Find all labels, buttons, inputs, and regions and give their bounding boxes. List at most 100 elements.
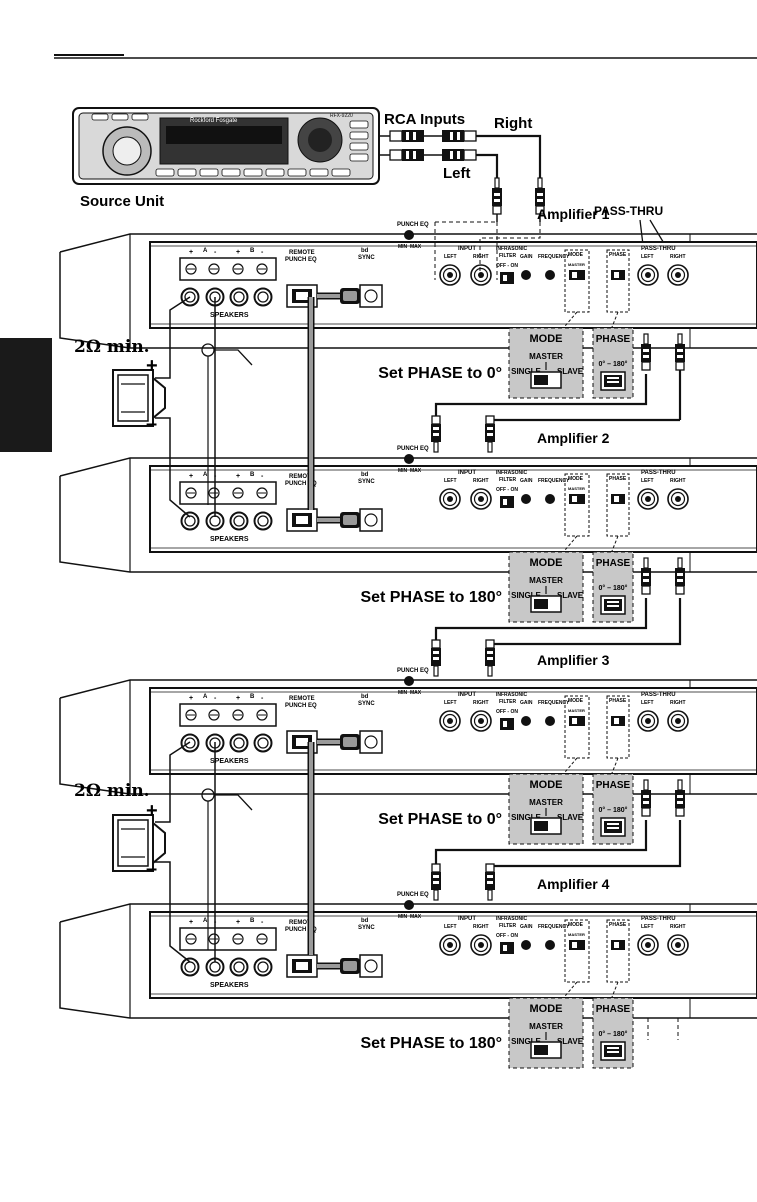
callout-mode-master: MASTER: [529, 798, 563, 807]
input-right-label: RIGHT: [473, 478, 489, 484]
punch-eq-knob-label: PUNCH EQ: [397, 446, 429, 452]
terminal-a-plus: +: [189, 473, 193, 480]
punch-eq-knob-label: PUNCH EQ: [397, 892, 429, 898]
callout-mode-title: MODE: [530, 779, 563, 791]
pass-thru-right-jack: [667, 488, 689, 510]
callout-mode-master: MASTER: [529, 1022, 563, 1031]
input-right-label: RIGHT: [473, 700, 489, 706]
mode-mini-label: MODE: [568, 698, 584, 704]
callout-mode-single: SINGLE: [511, 591, 541, 600]
callout-mode-master: MASTER: [529, 352, 563, 361]
pass-thru-left-jack: [637, 264, 659, 286]
remote-punch-eq-label: PUNCH EQ: [285, 257, 317, 263]
remote-label: REMOTE: [289, 474, 315, 480]
callout-mode-single: SINGLE: [511, 367, 541, 376]
mode-mini-label: MODE: [568, 252, 584, 258]
input-right-jack: [470, 488, 492, 510]
chapter-tab: [0, 338, 52, 452]
frequency-label: FREQUENCY: [538, 924, 570, 930]
input-right-label: RIGHT: [473, 254, 489, 260]
punch-eq-min: MIN: [398, 690, 408, 696]
rca-chain-3-4: [434, 820, 682, 868]
input-label: INPUT: [458, 246, 476, 252]
preset-buttons: [155, 168, 351, 177]
infrasonic-label: INFRASONIC: [496, 692, 528, 698]
infrasonic-label: INFRASONIC: [496, 470, 528, 476]
callout-phase-range: 0° – 180°: [599, 1030, 628, 1038]
speakers-label: SPEAKERS: [210, 536, 249, 543]
filter-label: FILTER: [499, 253, 517, 259]
mode-mini-label: MODE: [568, 476, 584, 482]
pass-thru-right-label: RIGHT: [670, 254, 686, 260]
mode-mini-master: MASTER: [568, 486, 585, 491]
speaker-2-plus: +: [146, 800, 158, 822]
input-left-label: LEFT: [444, 254, 457, 260]
terminal-a: A: [203, 472, 208, 478]
input-left-jack: [439, 710, 461, 732]
input-right-jack: [470, 934, 492, 956]
speaker-post-1: [180, 733, 200, 753]
amplifier-2-phase-note: Set PHASE to 180°: [360, 589, 502, 606]
sync-label: SYNC: [358, 701, 375, 707]
remote-label: REMOTE: [289, 696, 315, 702]
amplifier-4-phase-note: Set PHASE to 180°: [360, 1035, 502, 1052]
speaker-1-plus: +: [146, 355, 158, 377]
speaker-post-4: [253, 287, 273, 307]
gain-label: GAIN: [520, 254, 533, 260]
gain-label: GAIN: [520, 924, 533, 930]
callout-mode-single: SINGLE: [511, 1037, 541, 1046]
speaker-1-impedance: 2Ω min.: [74, 337, 150, 357]
input-label: INPUT: [458, 470, 476, 476]
source-unit-brand: Rockford Fosgate: [190, 118, 238, 124]
amplifier-1-phase-note: Set PHASE to 0°: [378, 365, 502, 382]
remote-punch-eq-label: PUNCH EQ: [285, 481, 317, 487]
input-right-jack: [470, 710, 492, 732]
source-unit-model: RFX-9220: [330, 113, 353, 119]
callout-mode-slave: SLAVE: [557, 813, 584, 822]
punch-eq-max: MAX: [410, 468, 422, 474]
punch-eq-max: MAX: [410, 690, 422, 696]
pass-thru-mini-label: PASS-THRU: [641, 470, 676, 476]
rca-input-cables: [379, 129, 546, 222]
pass-thru-left-label: LEFT: [641, 254, 654, 260]
input-label: INPUT: [458, 916, 476, 922]
speakers-label: SPEAKERS: [210, 982, 249, 989]
filter-label: FILTER: [499, 699, 517, 705]
amplifier-2-title: Amplifier 2: [537, 430, 610, 446]
pass-thru-right-jack: [667, 934, 689, 956]
input-left-label: LEFT: [444, 924, 457, 930]
speaker-post-3: [229, 287, 249, 307]
frequency-label: FREQUENCY: [538, 478, 570, 484]
bd-label: bd: [361, 694, 369, 700]
callout-mode-title: MODE: [530, 333, 563, 345]
punch-eq-knob-label: PUNCH EQ: [397, 668, 429, 674]
sync-label: SYNC: [358, 925, 375, 931]
input-left-label: LEFT: [444, 700, 457, 706]
speakers-label: SPEAKERS: [210, 312, 249, 319]
amplifier-1-title: Amplifier 1: [537, 206, 610, 222]
terminal-a-plus: +: [189, 249, 193, 256]
frequency-label: FREQUENCY: [538, 254, 570, 260]
terminal-b: B: [250, 472, 255, 478]
pass-thru-left-label: LEFT: [641, 924, 654, 930]
callout-mode-title: MODE: [530, 557, 563, 569]
callout-phase-title: PHASE: [596, 334, 631, 345]
pass-thru-right-jack: [667, 710, 689, 732]
punch-eq-max: MAX: [410, 914, 422, 920]
speaker-wiring-1: [155, 296, 253, 518]
punch-eq-min: MIN: [398, 914, 408, 920]
speaker-post-4: [253, 733, 273, 753]
speaker-2-minus: –: [146, 858, 157, 880]
callout-phase-range: 0° – 180°: [599, 584, 628, 592]
filter-label: FILTER: [499, 923, 517, 929]
pass-thru-left-jack: [637, 934, 659, 956]
terminal-b-minus: -: [261, 919, 264, 926]
mode-mini-master: MASTER: [568, 262, 585, 267]
callout-phase-range: 0° – 180°: [599, 806, 628, 814]
callout-mode-master: MASTER: [529, 576, 563, 585]
pass-thru-right-label: RIGHT: [670, 700, 686, 706]
pass-thru-mini-label: PASS-THRU: [641, 246, 676, 252]
terminal-b-plus: +: [236, 249, 240, 256]
callout-mode-slave: SLAVE: [557, 591, 584, 600]
